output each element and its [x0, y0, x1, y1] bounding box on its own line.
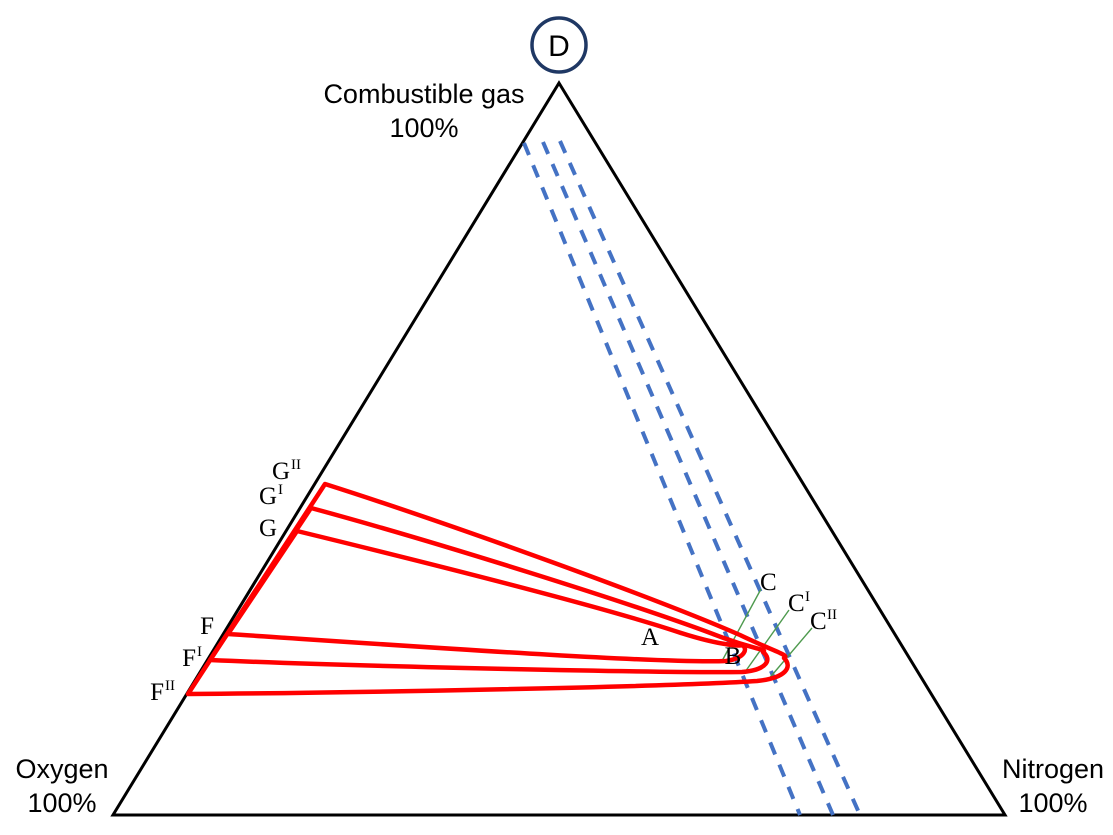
axis-label-nitrogen-value: 100% [1018, 788, 1087, 818]
axis-label-bottom-right: Nitrogen 100% [1002, 754, 1104, 818]
dilution-line-1 [522, 142, 802, 816]
axis-label-nitrogen-name: Nitrogen [1002, 754, 1104, 784]
dilution-line-2 [541, 141, 835, 816]
flammability-envelopes [185, 481, 790, 697]
point-label-f-i-sup: I [197, 644, 202, 660]
ternary-triangle [110, 80, 1008, 817]
point-label-g-base: G [259, 515, 277, 542]
point-label-g-ii-base: G [272, 458, 290, 485]
point-label-f-i-base: F [182, 645, 196, 672]
flammability-envelope-2 [185, 481, 790, 697]
axis-label-oxygen-value: 100% [27, 788, 96, 818]
point-label-c-i-sup: I [805, 589, 810, 605]
vertex-marker-label: D [548, 30, 570, 63]
leader-lines [721, 588, 813, 682]
point-label-c-base: C [760, 569, 777, 596]
region-labels: A B [641, 624, 741, 670]
leader-line-c-ii [766, 627, 813, 682]
point-labels-nose: C C I C II [760, 569, 837, 635]
stoichiometric-dashed-lines [522, 140, 862, 816]
flammability-envelope-0 [225, 528, 748, 664]
flammability-envelope-1 [207, 505, 770, 675]
point-label-f-ii-sup: II [165, 678, 175, 694]
axis-label-top-name: Combustible gas [323, 79, 524, 109]
point-label-f-base: F [200, 613, 214, 640]
point-labels-upper-left: G II G I G [259, 457, 301, 542]
point-label-c-i-base: C [788, 590, 805, 617]
point-label-c-ii-base: C [810, 608, 827, 635]
leader-line-c-i [744, 609, 790, 673]
point-label-g-i-base: G [259, 483, 277, 510]
region-label-a: A [641, 624, 659, 651]
marker-circle-outline [530, 16, 588, 74]
dilution-line-3 [558, 140, 862, 816]
leader-line-c [721, 588, 762, 662]
point-label-g-ii-sup: II [291, 457, 301, 473]
axis-label-bottom-left: Oxygen 100% [15, 754, 108, 818]
axis-label-top-value: 100% [389, 113, 458, 143]
point-label-c-ii-sup: II [827, 607, 837, 623]
axis-label-top: Combustible gas 100% [323, 79, 524, 143]
region-label-b: B [725, 643, 742, 670]
axis-label-oxygen-name: Oxygen [15, 754, 108, 784]
triangle-outline-group [110, 80, 1008, 817]
point-label-f-ii-base: F [150, 679, 164, 706]
point-label-g-i-sup: I [278, 482, 283, 498]
point-labels-lower-left: F F I F II [150, 613, 214, 706]
vertex-marker-d: D [530, 16, 588, 74]
